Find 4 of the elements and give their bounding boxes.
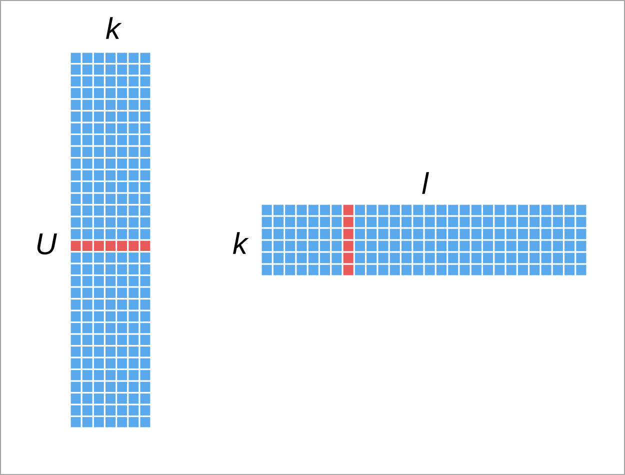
axis-label: l (422, 172, 429, 194)
axis-label: U (37, 234, 57, 254)
axis-label: k (106, 17, 122, 39)
axis-label: k (233, 232, 249, 254)
